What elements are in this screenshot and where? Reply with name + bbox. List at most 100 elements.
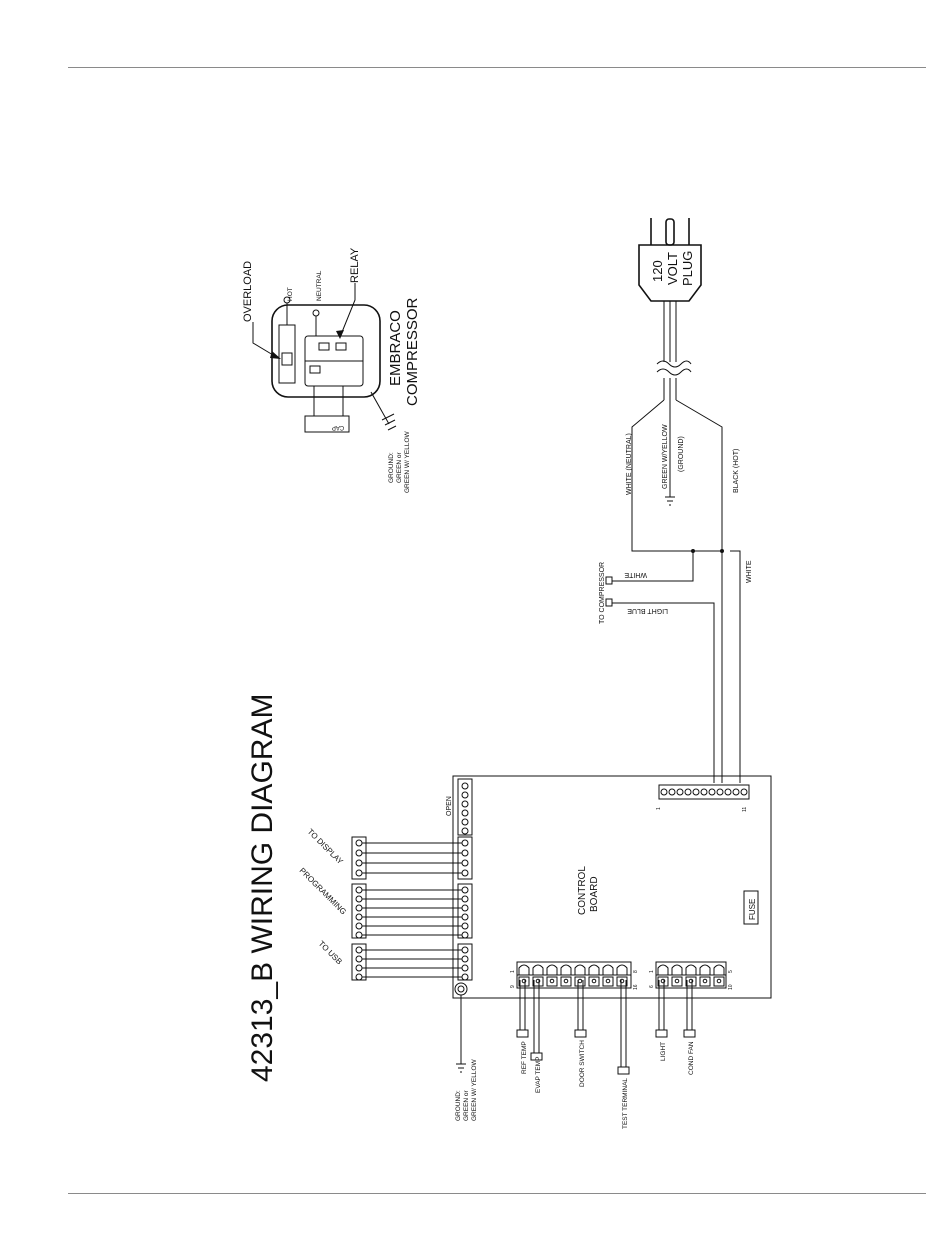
power-pin: [740, 788, 748, 796]
programming-pin: [461, 922, 469, 930]
diagram-title: 42313_B WIRING DIAGRAM: [246, 694, 279, 1082]
programming-pin: [355, 886, 363, 894]
black-hot-label: BLACK (HOT): [733, 449, 740, 493]
light-label: LIGHT: [660, 1042, 667, 1061]
compressor-white-connector: [605, 576, 613, 585]
fuse-box: [743, 890, 759, 925]
sensor-pin: [602, 964, 614, 975]
display-pin: [355, 859, 363, 867]
sensor-pin: [518, 976, 530, 987]
programming-pin: [355, 931, 363, 939]
open-pin: [461, 800, 469, 808]
sensor-pin: [560, 964, 572, 975]
pin-16-label: 16: [633, 984, 639, 990]
evap-temp-label: EVAP TEMP: [535, 1057, 542, 1094]
white-neutral-label: WHITE (NEUTRAL): [626, 433, 633, 495]
sensor-pin: [588, 976, 600, 987]
relay-label: RELAY: [349, 247, 361, 283]
sensor-pin: [616, 964, 628, 975]
relay-terminal-b: [335, 342, 347, 351]
usb-pin: [355, 955, 363, 963]
sensor-leads: REF TEMP EVAP TEMP DOOR SWITCH TEST TERM…: [516, 980, 696, 1129]
power-pin: [668, 788, 676, 796]
test-terminal-connector: [617, 1066, 630, 1075]
programming-pin: [461, 904, 469, 912]
overload-label: OVERLOAD: [242, 261, 254, 322]
usb-pin: [461, 964, 469, 972]
sensor-pin: [546, 976, 558, 987]
usb-pin: [355, 964, 363, 972]
power-pin: [676, 788, 684, 796]
sensor-pin: [532, 964, 544, 975]
display-pin: [461, 859, 469, 867]
programming-pin: [461, 931, 469, 939]
sensor-pin: [563, 978, 569, 984]
sensor-pin: [532, 976, 544, 987]
open-label: OPEN: [446, 796, 453, 816]
open-pin: [461, 827, 469, 835]
pin-5-label: 5: [728, 970, 734, 973]
pin-1c-label: 1: [649, 970, 655, 973]
cap-label: CAP: [332, 424, 344, 430]
cond-fan-connector: [683, 1029, 696, 1038]
board-ground-stud: [454, 982, 468, 996]
pin-1-label: 1: [656, 807, 662, 810]
load-pin: [713, 976, 725, 987]
pin-8-label: 8: [633, 970, 639, 973]
display-pin: [355, 839, 363, 847]
load-pin: [685, 976, 697, 987]
neutral-terminal: [312, 309, 320, 317]
open-header: [457, 778, 473, 836]
compressor-lightblue-connector: [605, 598, 613, 607]
pin-11-label: 11: [742, 807, 748, 812]
sensor-pin: [574, 964, 586, 975]
open-pin: [461, 791, 469, 799]
overload-contact: [281, 352, 293, 366]
power-connector: [658, 784, 750, 800]
usb-pin: [461, 946, 469, 954]
load-pin: [674, 978, 680, 984]
load-pin: [685, 964, 697, 975]
overload-block: [278, 324, 296, 384]
power-pin: [692, 788, 700, 796]
top-rule: [68, 67, 926, 68]
test-terminal-label: TEST TERMINAL: [622, 1078, 629, 1129]
load-pin: [713, 964, 725, 975]
hot-terminal: [283, 296, 291, 304]
sensor-pin: [616, 976, 628, 987]
to-compressor-group: WHITE LIGHT BLUE TO COMPRESSOR WHITE: [599, 549, 753, 783]
load-pin: [699, 964, 711, 975]
compressor-ground-line1: GROUND:: [388, 452, 395, 483]
display-header: [457, 836, 473, 880]
relay-terminal-c: [309, 365, 321, 374]
to-compressor-white-label: WHITE: [624, 571, 647, 578]
plug-line2: VOLT: [665, 252, 680, 285]
plug-ground-pin: [665, 218, 675, 246]
display-cable-end: [351, 836, 367, 880]
to-compressor-label: TO COMPRESSOR: [599, 562, 606, 624]
sensor-pin: [602, 976, 614, 987]
white-label: WHITE: [746, 560, 753, 583]
programming-label: PROGRAMMING: [298, 866, 348, 916]
open-pin: [461, 818, 469, 826]
compressor-ground-line2: GREEN or: [396, 451, 403, 483]
sensor-pin: [577, 978, 583, 984]
display-pin: [355, 869, 363, 877]
ground-label: (GROUND): [678, 436, 685, 472]
ref-temp-label: REF TEMP: [521, 1041, 528, 1074]
usb-pin: [461, 955, 469, 963]
fuse-label: FUSE: [748, 899, 757, 920]
sensor-pin: [549, 978, 555, 984]
power-pin: [700, 788, 708, 796]
load-pin: [716, 978, 722, 984]
compressor-name-line2: COMPRESSOR: [404, 297, 421, 406]
display-pin: [461, 839, 469, 847]
programming-pin: [355, 895, 363, 903]
programming-pin: [355, 904, 363, 912]
display-pin: [461, 849, 469, 857]
control-board-line2: BOARD: [589, 876, 600, 912]
hot-label: HOT: [287, 287, 294, 301]
board-ground-line1: GROUND:: [455, 1090, 462, 1121]
usb-pin: [355, 973, 363, 981]
